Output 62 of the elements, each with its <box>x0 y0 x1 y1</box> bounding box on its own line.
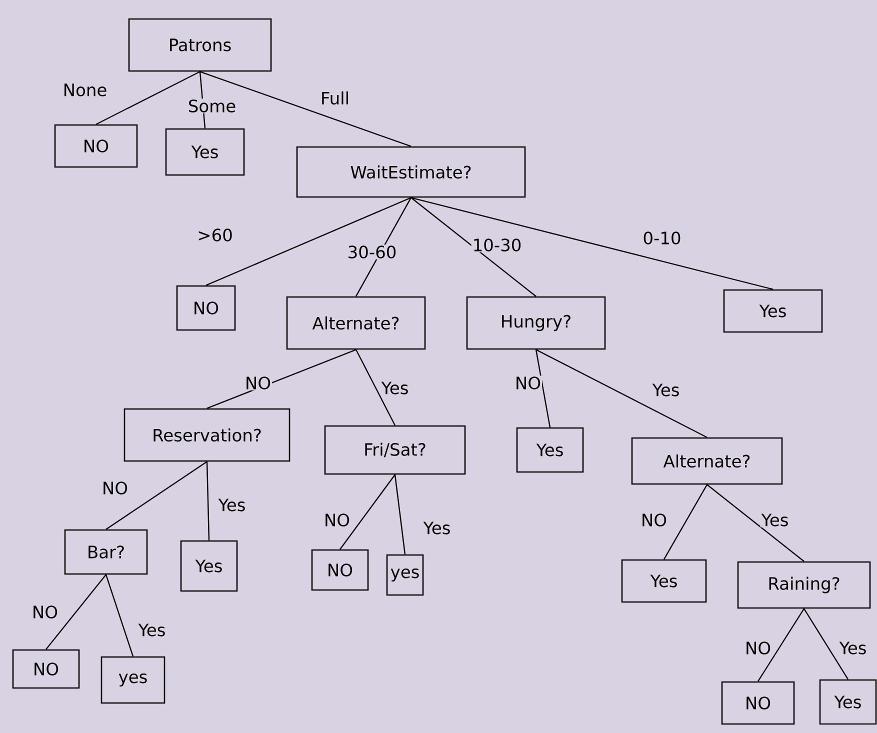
edge-label: None <box>62 82 108 98</box>
decision-box: Alternate? <box>286 296 426 350</box>
branch-line <box>664 484 708 560</box>
branch-line <box>355 349 396 426</box>
leaf-box: Yes <box>723 289 823 333</box>
edge-label: Yes <box>760 512 790 528</box>
leaf-box: NO <box>12 649 80 689</box>
edge-label: NO <box>640 512 668 528</box>
decision-box: Bar? <box>64 529 148 575</box>
branch-line <box>706 484 804 562</box>
branch-line <box>536 349 708 438</box>
branch-line <box>206 197 412 286</box>
edge-label: NO <box>744 640 772 656</box>
edge-label: Yes <box>838 640 868 656</box>
edge-label: >60 <box>196 228 234 242</box>
leaf-box: Yes <box>819 679 877 725</box>
edge-label: 30-60 <box>346 244 398 260</box>
leaf-box: yes <box>100 656 166 704</box>
edge-label: 0-10 <box>642 230 682 246</box>
branch-line <box>96 71 200 125</box>
branch-line <box>535 350 551 428</box>
branch-line <box>200 71 412 147</box>
leaf-box: NO <box>721 681 795 725</box>
edge-label: NO <box>244 376 272 390</box>
edge-label: Yes <box>380 380 410 396</box>
leaf-box: Yes <box>621 559 707 603</box>
leaf-box: NO <box>176 285 236 331</box>
decision-box: Reservation? <box>124 408 290 462</box>
leaf-box: NO <box>311 549 369 591</box>
edge-label: Yes <box>422 520 452 536</box>
edge-label: NO <box>100 480 130 496</box>
edge-label: NO <box>514 376 542 390</box>
edge-label: 10-30 <box>471 238 523 252</box>
branch-line <box>758 608 805 682</box>
edge-label: Yes <box>217 498 247 512</box>
edge-label: NO <box>30 604 60 620</box>
branch-line <box>106 461 208 530</box>
decision-box: Patrons <box>128 18 272 72</box>
leaf-box: Yes <box>180 540 238 592</box>
branch-line <box>206 462 210 540</box>
branch-line <box>340 474 396 550</box>
decision-box: WaitEstimate? <box>296 146 526 198</box>
branch-line <box>394 474 406 554</box>
decision-box: Fri/Sat? <box>324 425 466 475</box>
edge-label: Some <box>186 98 238 114</box>
leaf-box: yes <box>386 554 424 596</box>
edge-label: Yes <box>137 622 167 638</box>
edge-label: NO <box>322 512 352 528</box>
decision-box: Raining? <box>737 561 871 609</box>
branch-line <box>46 574 106 650</box>
branch-line <box>410 197 774 290</box>
decision-box: Alternate? <box>631 437 783 485</box>
branch-line <box>410 197 536 297</box>
branch-line <box>804 608 849 680</box>
edge-label: Yes <box>651 382 681 398</box>
branch-line <box>105 574 134 657</box>
leaf-box: NO <box>54 124 138 168</box>
leaf-box: Yes <box>516 427 584 473</box>
branch-line <box>206 349 356 409</box>
leaf-box: Yes <box>165 128 245 176</box>
edge-label: Full <box>319 90 351 106</box>
decision-box: Hungry? <box>466 296 606 350</box>
